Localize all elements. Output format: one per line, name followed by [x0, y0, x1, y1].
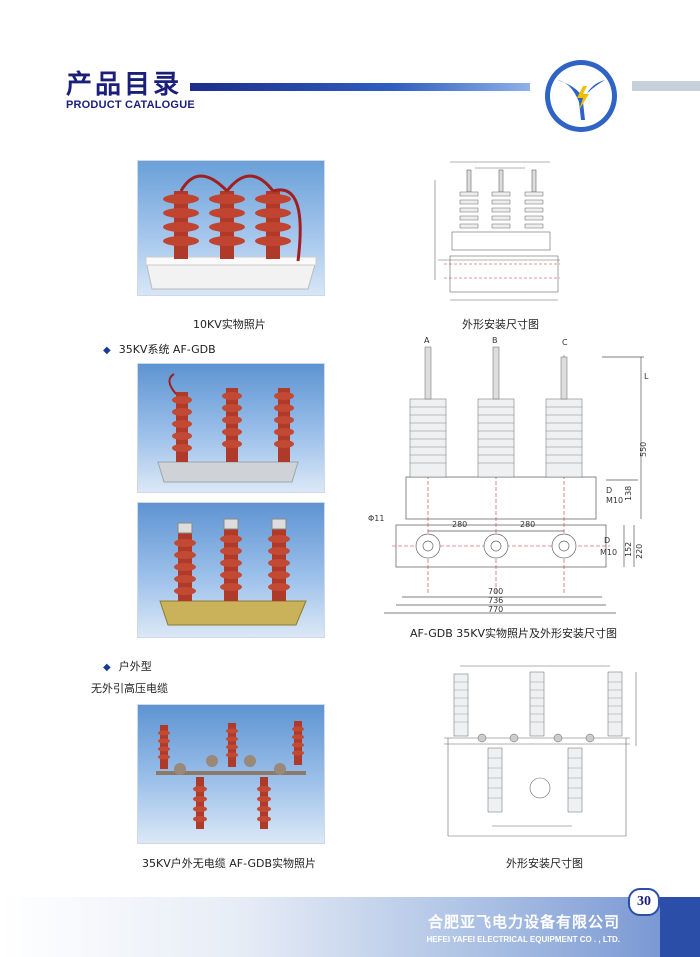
caption-35kv-drawing: AF-GDB 35KV实物照片及外形安装尺寸图 [410, 627, 617, 640]
dim-d: D [606, 486, 612, 495]
dim-m10-bottom: M10 [600, 548, 617, 557]
dim-phi11: Φ11 [368, 514, 384, 523]
dim-550: 550 [639, 442, 648, 457]
catalogue-subtitle: PRODUCT CATALOGUE [66, 99, 195, 111]
footer-tab [660, 897, 700, 957]
photo-35kv-outdoor [137, 704, 325, 844]
dim-280-right: 280 [520, 520, 535, 529]
dim-phase-a: A [424, 336, 430, 345]
company-logo-icon [545, 60, 617, 132]
dim-700: 700 [488, 587, 503, 596]
drawing-35kv: A B C L 550 D M10 138 Φ11 280 280 D M10 … [368, 336, 649, 614]
dim-280-left: 280 [452, 520, 467, 529]
drawing-10kv [434, 161, 560, 301]
section-subheading-outdoor: 无外引高压电缆 [91, 682, 168, 695]
dim-m10: M10 [606, 496, 623, 505]
diamond-bullet-icon: ◆ [103, 662, 111, 673]
dim-d-bottom: D [604, 536, 610, 545]
photo-10kv [137, 160, 325, 296]
catalogue-title: 产品目录 [66, 70, 183, 100]
dim-l: L [644, 372, 649, 381]
header-bar-grey [632, 81, 700, 91]
dim-152: 152 [624, 542, 633, 557]
dim-138: 138 [624, 486, 633, 501]
header-bar [190, 83, 530, 91]
dim-770: 770 [488, 605, 503, 614]
section-heading-outdoor-text: 户外型 [118, 660, 152, 673]
section-heading-outdoor: ◆ 户外型 [103, 658, 152, 674]
caption-outdoor-photo: 35KV户外无电缆 AF-GDB实物照片 [142, 857, 316, 870]
photo-35kv-bottom [137, 502, 325, 638]
page-number: 30 [628, 888, 660, 916]
drawing-outdoor [444, 665, 637, 837]
footer-band [0, 897, 700, 957]
photo-35kv-top [137, 363, 325, 493]
caption-outdoor-drawing: 外形安装尺寸图 [506, 857, 583, 870]
section-heading-35kv-text: 35KV系统 AF-GDB [118, 343, 216, 356]
company-name-cn: 合肥亚飞电力设备有限公司 [427, 913, 620, 931]
dim-220: 220 [635, 544, 644, 559]
caption-10kv-photo: 10KV实物照片 [193, 318, 266, 331]
dim-736: 736 [488, 596, 503, 605]
section-heading-35kv: ◆ 35KV系统 AF-GDB [103, 341, 216, 357]
company-name-en: HEFEI YAFEI ELECTRICAL EQUIPMENT CO . , … [426, 935, 621, 944]
diamond-bullet-icon: ◆ [103, 345, 111, 356]
dim-phase-c: C [562, 338, 568, 347]
dim-phase-b: B [492, 336, 498, 345]
caption-10kv-drawing: 外形安装尺寸图 [462, 318, 539, 331]
